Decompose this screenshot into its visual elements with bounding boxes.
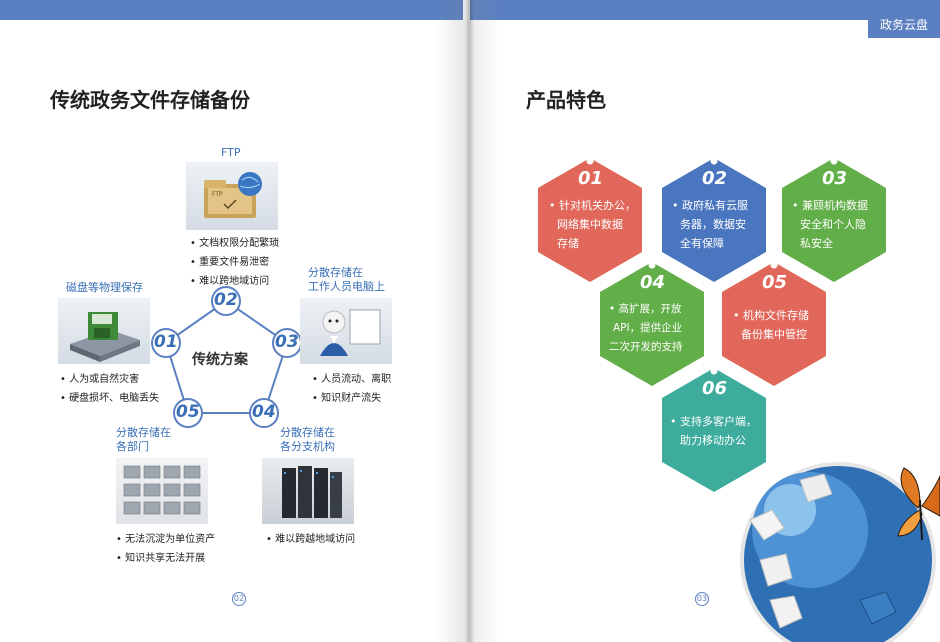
header-tag: 政务云盘 — [868, 12, 940, 38]
node-num-02: 02 — [214, 290, 238, 310]
hexagon-04 — [600, 261, 704, 386]
hexagon-06 — [662, 367, 766, 492]
svg-text:FTP: FTP — [212, 191, 223, 198]
node-circle-01 — [151, 328, 181, 358]
left-top-bar — [0, 0, 463, 20]
left-page-number: 02 — [232, 592, 246, 606]
node-label-01: 磁盘等物理保存 — [66, 281, 143, 294]
right-top-bar — [470, 0, 940, 20]
server-rack-icon — [262, 458, 354, 524]
center-label: 传统方案 — [192, 352, 248, 368]
feature-text-05: • 机构文件存储 备份集中管控 — [733, 309, 809, 341]
node-num-04: 04 — [252, 402, 276, 422]
node-label-ftp: FTP — [221, 146, 241, 159]
bullets-ftp: 文档权限分配繁琐 重要文件易泄密 难以跨地域访问 — [190, 234, 279, 291]
node-circle-04 — [249, 398, 279, 428]
left-page-title: 传统政务文件存储备份 — [50, 88, 250, 112]
bullets-01: 人为或自然灾害 硬盘损坏、电脑丢失 — [60, 370, 159, 408]
node-label-05: 分散存储在 各部门 — [116, 426, 171, 453]
hexagon-05 — [722, 261, 826, 386]
feature-text-03: • 兼顾机构数据 安全和个人隐 私安全 — [792, 199, 868, 250]
bullets-03: 人员流动、离职 知识财产流失 — [312, 370, 391, 408]
feature-text-02: • 政府私有云服 务器，数据安 全有保障 — [672, 199, 748, 250]
node-num-03: 03 — [275, 332, 299, 352]
node-num-01: 01 — [154, 332, 178, 352]
puzzle-globe-icon — [740, 462, 936, 642]
hexagon-02 — [662, 157, 766, 282]
feature-num-02: 02 — [702, 168, 728, 189]
node-label-04: 分散存储在 各分支机构 — [280, 426, 335, 453]
node-num-05: 05 — [176, 402, 200, 422]
feature-text-01: • 针对机关办公， 网络集中数据 存储 — [549, 199, 636, 250]
feature-num-04: 04 — [640, 272, 666, 293]
hdd-icon — [58, 298, 150, 364]
feature-text-04: • 高扩展，开放 API，提供企业 二次开发的支持 — [609, 303, 683, 353]
feature-text-06: • 支持多客户端， 助力移动办公 — [670, 415, 757, 447]
office-cubicles-icon — [116, 458, 208, 524]
ftp-folder-icon: FTP — [186, 162, 278, 230]
feature-num-06: 06 — [702, 378, 728, 399]
node-circle-05 — [173, 398, 203, 428]
node-label-03: 分散存储在 工作人员电脑上 — [308, 266, 385, 293]
feature-num-03: 03 — [822, 168, 848, 189]
hexagon-01 — [538, 157, 642, 282]
bullets-05: 无法沉淀为单位资产 知识共享无法开展 — [116, 530, 215, 568]
person-presentation-icon — [300, 298, 392, 364]
hexagon-03 — [782, 157, 886, 282]
feature-num-01: 01 — [578, 168, 604, 189]
bullets-04: 难以跨越地域访问 — [266, 530, 355, 549]
butterfly-icon — [897, 467, 940, 541]
feature-num-05: 05 — [762, 272, 788, 293]
book-spine-shadow — [436, 0, 500, 642]
right-page-title: 产品特色 — [526, 88, 606, 112]
right-page-number: 03 — [695, 592, 709, 606]
